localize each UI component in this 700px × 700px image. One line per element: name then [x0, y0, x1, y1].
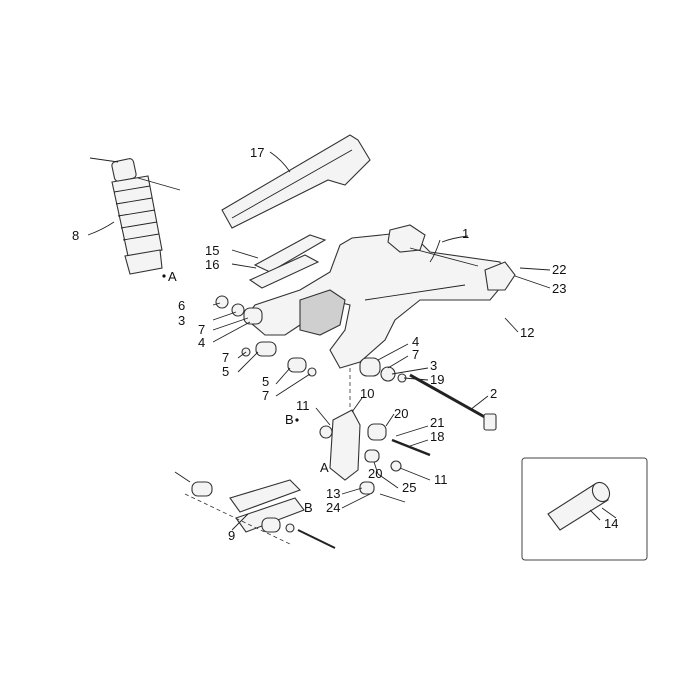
callout-20a: 20: [394, 406, 408, 421]
callout-5a: 5: [222, 364, 229, 379]
callout-3b: 3: [430, 358, 437, 373]
callout-4a: 4: [198, 335, 205, 350]
callout-7b: 7: [222, 350, 229, 365]
right-bushings: [359, 357, 407, 383]
pivot-bolt: [409, 373, 497, 431]
shock-absorber-icon: [89, 157, 181, 275]
bushing-parts: [215, 295, 317, 377]
leader-lines: [87, 151, 601, 531]
callout-7d: 7: [412, 347, 419, 362]
callout-5b: 5: [262, 374, 269, 389]
swingarm-icon: [244, 224, 516, 369]
tool-icon: [547, 481, 617, 531]
tool-inset-box: [521, 457, 648, 561]
callout-1: 1: [462, 226, 469, 241]
ref-a-shock: A: [168, 269, 177, 284]
callout-12: 12: [520, 325, 534, 340]
connecting-rods: [174, 471, 336, 549]
callout-10: 10: [360, 386, 374, 401]
callout-2: 2: [490, 386, 497, 401]
ref-b-rod: B: [304, 500, 313, 515]
callout-23: 23: [552, 281, 566, 296]
callout-labels: 1 2 3 3 4 4 5 5 6 7 7 7 7 8 9 10 11 11 1…: [72, 145, 618, 543]
callout-24: 24: [326, 500, 340, 515]
chain-guard-icon: [221, 134, 371, 229]
callout-21: 21: [430, 415, 444, 430]
callout-14: 14: [604, 516, 618, 531]
callout-20b: 20: [368, 466, 382, 481]
reference-labels: A A B B: [162, 269, 329, 515]
callout-11b: 11: [434, 472, 448, 487]
callout-3a: 3: [178, 313, 185, 328]
callout-15: 15: [205, 243, 219, 258]
ref-a-link: A: [320, 460, 329, 475]
callout-19: 19: [430, 372, 444, 387]
callout-25: 25: [402, 480, 416, 495]
guard-plates: [248, 234, 327, 289]
ref-b-link: B: [285, 412, 294, 427]
callout-7a: 7: [198, 322, 205, 337]
callout-18: 18: [430, 429, 444, 444]
callout-7c: 7: [262, 388, 269, 403]
callout-8: 8: [72, 228, 79, 243]
callout-16: 16: [205, 257, 219, 272]
callout-4b: 4: [412, 334, 419, 349]
callout-13: 13: [326, 486, 340, 501]
callout-9: 9: [228, 528, 235, 543]
linkage-rocker: [319, 409, 431, 503]
callout-17: 17: [250, 145, 264, 160]
callout-6: 6: [178, 298, 185, 313]
callout-22: 22: [552, 262, 566, 277]
callout-11a: 11: [296, 398, 310, 413]
